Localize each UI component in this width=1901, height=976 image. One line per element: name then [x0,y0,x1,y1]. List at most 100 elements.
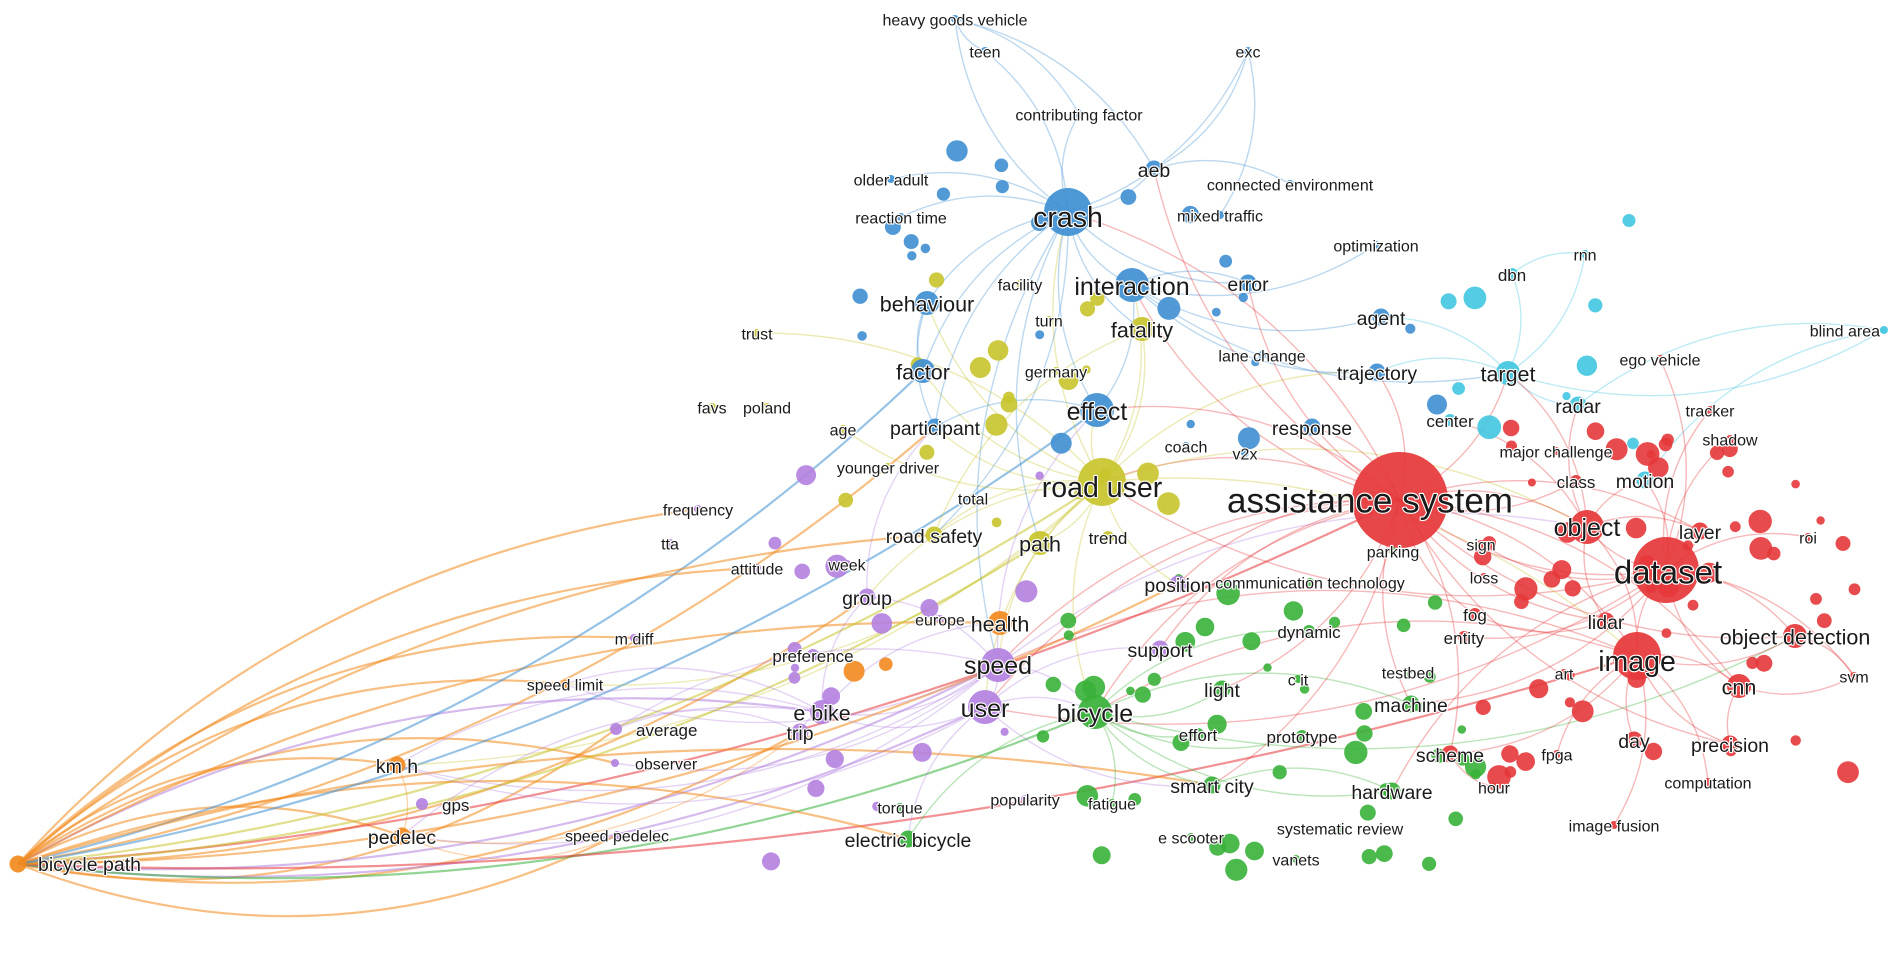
hour-node[interactable] [1490,783,1498,791]
computation-node[interactable] [1704,778,1712,786]
tta-node[interactable] [666,539,674,547]
class-node[interactable] [1570,475,1582,487]
position-node[interactable] [1169,575,1187,593]
motion-node[interactable] [1636,471,1654,489]
contributing-factor-node[interactable] [1075,110,1083,118]
art-node[interactable] [1560,669,1568,677]
mixed-traffic-node[interactable] [1216,211,1224,219]
road-user-node[interactable] [1078,458,1126,506]
group-node[interactable] [858,588,876,606]
image-node[interactable] [1613,632,1661,680]
fatality-node[interactable] [1130,317,1154,341]
speed-node[interactable] [981,648,1015,682]
hardware-node[interactable] [1383,782,1401,800]
torque-node[interactable] [896,803,904,811]
error-node[interactable] [1239,274,1257,292]
m-diff-node[interactable] [630,634,638,642]
crash-node[interactable] [1044,188,1092,236]
germany-node[interactable] [1052,367,1060,375]
turn-node[interactable] [1045,316,1053,324]
blind-area-node[interactable] [1880,326,1888,334]
fatigue-node[interactable] [1108,799,1116,807]
scheme-node[interactable] [1441,745,1459,763]
week-node[interactable] [843,560,851,568]
agent-node[interactable] [1372,308,1390,326]
younger-driver-node[interactable] [884,463,892,471]
optimization-node[interactable] [1372,241,1380,249]
dataset-node[interactable] [1633,537,1699,603]
teen-node[interactable] [981,47,989,55]
object-node[interactable] [1570,510,1604,544]
favs-node[interactable] [708,403,716,411]
older-adult-node[interactable] [887,175,895,183]
speed-pedelec-node[interactable] [613,831,621,839]
response-node[interactable] [1303,418,1321,436]
smart-city-node[interactable] [1203,776,1221,794]
popularity-node[interactable] [1021,795,1029,803]
sign-node[interactable] [1477,540,1485,548]
shadow-node[interactable] [1726,435,1734,443]
speed-limit-node[interactable] [561,680,569,688]
c-it-node[interactable] [1294,675,1302,683]
connected-environment-node[interactable] [1286,180,1294,188]
bicycle-node[interactable] [1078,695,1112,729]
fog-node[interactable] [1469,608,1481,620]
center-node[interactable] [1444,414,1456,426]
layer-node[interactable] [1691,522,1709,540]
trust-node[interactable] [753,329,761,337]
e-bike-node[interactable] [810,700,834,724]
major-challenge-node[interactable] [1552,447,1560,455]
trend-node[interactable] [1102,531,1114,543]
aeb-node[interactable] [1145,160,1163,178]
km-h-node[interactable] [388,756,406,774]
bicycle-path-node[interactable] [9,855,27,873]
dbn-node[interactable] [1506,268,1518,280]
average-node[interactable] [610,723,622,735]
object-detection-node[interactable] [1783,624,1807,648]
observer-node[interactable] [611,759,619,767]
participant-node[interactable] [926,418,944,436]
cnn-node[interactable] [1727,674,1751,698]
pedelec-node[interactable] [393,827,411,845]
coach-node[interactable] [1182,442,1190,450]
light-node[interactable] [1213,680,1231,698]
facility-node[interactable] [1016,280,1024,288]
assistance-system-node[interactable] [1352,452,1448,548]
poland-node[interactable] [763,403,771,411]
testbed-node[interactable] [1404,668,1412,676]
fpga-node[interactable] [1553,750,1561,758]
e-scooter-node[interactable] [1187,833,1195,841]
factor-node[interactable] [911,359,935,383]
heavy-goods-vehicle-node[interactable] [951,15,959,23]
reaction-time-node[interactable] [897,213,905,221]
support-node[interactable] [1151,640,1169,658]
interaction-node[interactable] [1115,268,1149,302]
communication-technology-node[interactable] [1306,578,1314,586]
radar-node[interactable] [1569,396,1587,414]
electric-bicycle-node[interactable] [899,830,917,848]
day-node[interactable] [1625,731,1643,749]
entity-node[interactable] [1458,631,1470,643]
gps-node[interactable] [416,798,428,810]
lidar-node[interactable] [1597,612,1615,630]
tracker-node[interactable] [1706,406,1714,414]
frequency-node[interactable] [694,505,702,513]
v2x-node[interactable] [1241,449,1249,457]
health-node[interactable] [988,611,1012,635]
path-node[interactable] [1028,531,1052,555]
exc-node[interactable] [1244,47,1252,55]
svm-node[interactable] [1850,672,1858,680]
trajectory-node[interactable] [1368,363,1386,381]
parking-node[interactable] [1389,547,1397,555]
trip-node[interactable] [791,723,809,741]
systematic-review-node[interactable] [1336,824,1344,832]
europe-node[interactable] [936,615,944,623]
loss-node[interactable] [1480,573,1488,581]
machine-node[interactable] [1402,695,1420,713]
user-node[interactable] [968,690,1002,724]
road-safety-node[interactable] [925,526,943,544]
behaviour-node[interactable] [915,291,939,315]
effect-node[interactable] [1080,393,1114,427]
preference-node[interactable] [807,649,819,661]
image-fusion-node[interactable] [1610,821,1618,829]
